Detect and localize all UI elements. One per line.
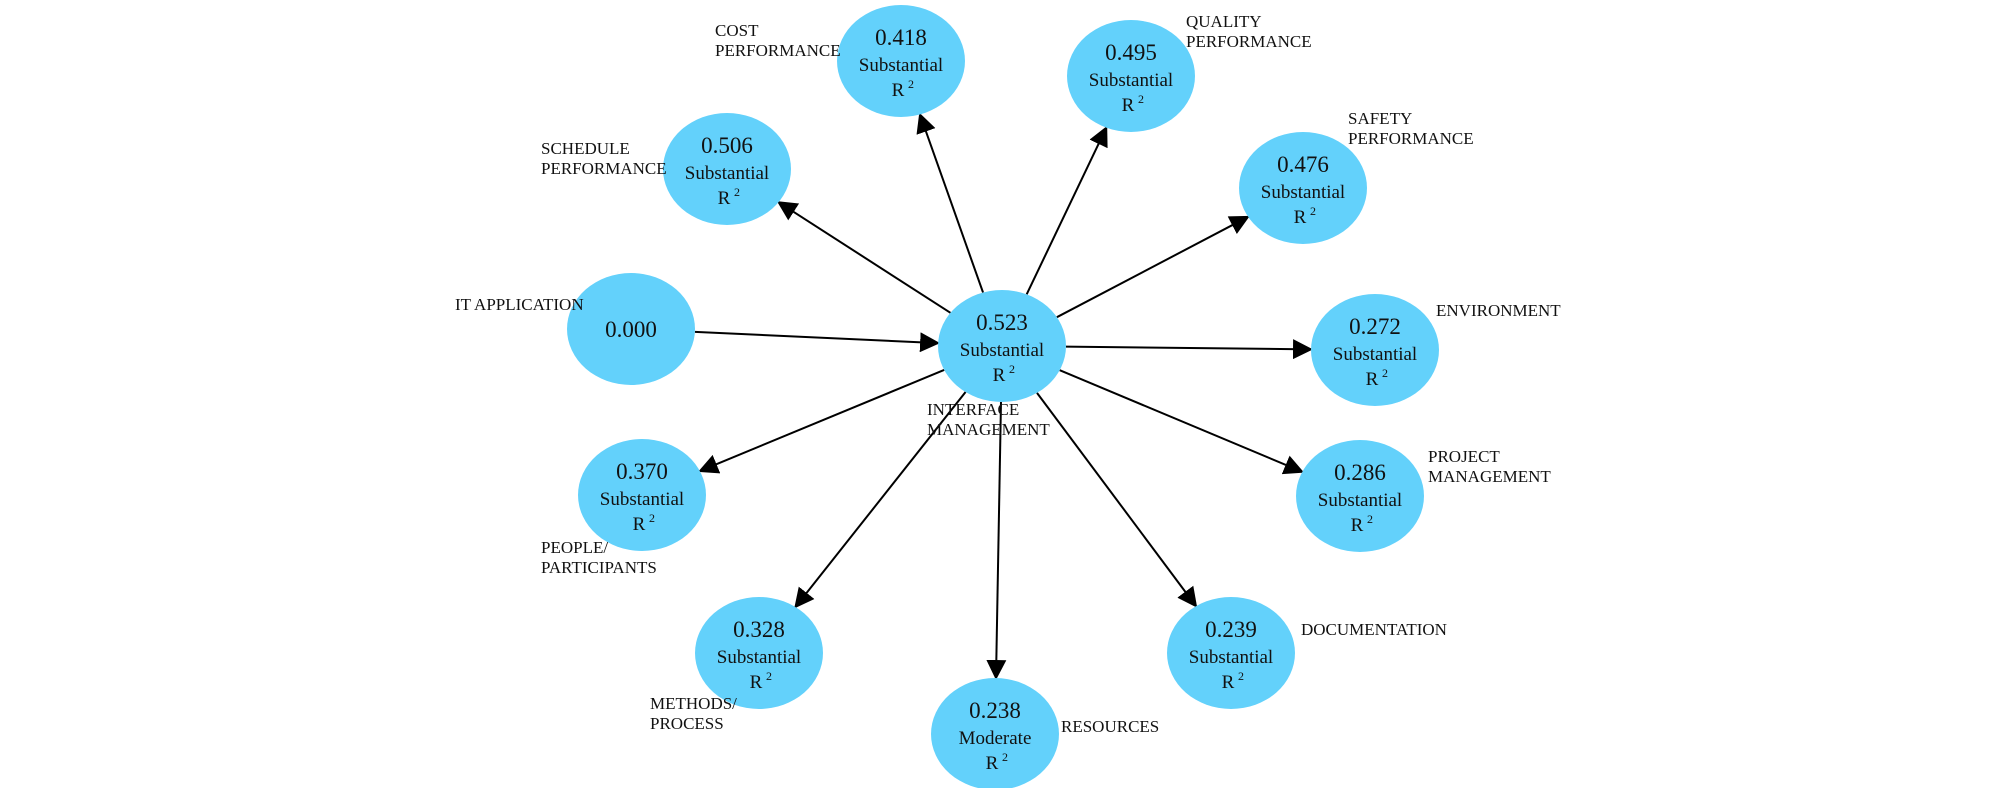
node-schedule-metric: R: [718, 188, 731, 209]
node-methods-rating: Substantial: [717, 647, 801, 668]
node-documentation-rating: Substantial: [1189, 647, 1273, 668]
node-schedule-rating: Substantial: [685, 163, 769, 184]
node-methods-metric: R: [750, 672, 763, 693]
node-quality-value: 0.495: [1105, 40, 1157, 65]
node-documentation-label: DOCUMENTATION: [1301, 620, 1447, 639]
node-cost-ellipse: [837, 5, 965, 117]
node-methods-label: METHODS/PROCESS: [650, 694, 737, 733]
node-methods-ellipse: [695, 597, 823, 709]
node-people-value: 0.370: [616, 459, 668, 484]
node-safety-value: 0.476: [1277, 152, 1329, 177]
node-documentation-ellipse: [1167, 597, 1295, 709]
edge-interface-to-quality: [1025, 125, 1108, 295]
node-documentation-value: 0.239: [1205, 617, 1257, 642]
edge-interface-to-people: [698, 369, 945, 474]
node-project-ellipse: [1296, 440, 1424, 552]
node-cost-value: 0.418: [875, 25, 927, 50]
node-project-value: 0.286: [1334, 460, 1386, 485]
node-safety-ellipse: [1239, 132, 1367, 244]
node-people-rating: Substantial: [600, 489, 684, 510]
node-resources-metric-sup: 2: [1002, 750, 1008, 764]
node-schedule-metric-sup: 2: [734, 185, 740, 199]
node-interface-value: 0.523: [976, 310, 1028, 335]
node-it-label: IT APPLICATION: [455, 295, 584, 314]
edge-interface-to-cost: [916, 112, 984, 293]
node-interface-metric-sup: 2: [1009, 362, 1015, 376]
node-interface-metric: R: [993, 365, 1006, 386]
node-environment-metric-sup: 2: [1382, 366, 1388, 380]
node-cost-metric: R: [892, 80, 905, 101]
node-safety-rating: Substantial: [1261, 182, 1345, 203]
node-people-label: PEOPLE/PARTICIPANTS: [541, 538, 657, 577]
node-quality-metric-sup: 2: [1138, 92, 1144, 106]
node-interface-rating: Substantial: [960, 340, 1044, 361]
node-methods-metric-sup: 2: [766, 669, 772, 683]
node-resources-label: RESOURCES: [1061, 717, 1159, 736]
node-environment-ellipse: [1311, 294, 1439, 406]
node-resources-ellipse: [931, 678, 1059, 788]
node-people-metric-sup: 2: [649, 511, 655, 525]
node-it: 0.000: [567, 273, 695, 385]
node-it-ellipse: [567, 273, 695, 385]
node-methods-value: 0.328: [733, 617, 785, 642]
node-schedule-value: 0.506: [701, 133, 753, 158]
node-environment-metric: R: [1366, 369, 1379, 390]
edge-it-to-interface: [694, 330, 941, 353]
node-safety-metric-sup: 2: [1310, 204, 1316, 218]
node-resources-value: 0.238: [969, 698, 1021, 723]
edge-interface-to-documentation: [1036, 392, 1198, 608]
node-it-value: 0.000: [605, 317, 657, 342]
node-cost-rating: Substantial: [859, 55, 943, 76]
edge-interface-to-environment: [1065, 339, 1314, 360]
node-documentation-metric-sup: 2: [1238, 669, 1244, 683]
node-environment-label: ENVIRONMENT: [1436, 301, 1561, 320]
node-project-metric-sup: 2: [1367, 512, 1373, 526]
edge-interface-to-resources: [986, 401, 1007, 681]
edge-interface-to-safety: [1056, 215, 1250, 319]
node-resources-rating: Moderate: [959, 728, 1032, 749]
node-interface-ellipse: [938, 290, 1066, 402]
node-project-rating: Substantial: [1318, 490, 1402, 511]
node-quality-metric: R: [1122, 95, 1135, 116]
node-resources-metric: R: [986, 753, 999, 774]
node-quality-ellipse: [1067, 20, 1195, 132]
node-cost-metric-sup: 2: [908, 77, 914, 91]
edge-interface-to-methods: [794, 391, 967, 609]
node-schedule-ellipse: [663, 113, 791, 225]
edge-interface-to-project: [1059, 369, 1305, 475]
node-quality-rating: Substantial: [1089, 70, 1173, 91]
edge-interface-to-schedule: [776, 201, 951, 314]
edges-layer: [694, 112, 1314, 681]
node-people-metric: R: [633, 514, 646, 535]
node-environment-rating: Substantial: [1333, 344, 1417, 365]
node-environment-value: 0.272: [1349, 314, 1401, 339]
node-documentation-metric: R: [1222, 672, 1235, 693]
node-safety-metric: R: [1294, 207, 1307, 228]
node-people-ellipse: [578, 439, 706, 551]
node-project-metric: R: [1351, 515, 1364, 536]
